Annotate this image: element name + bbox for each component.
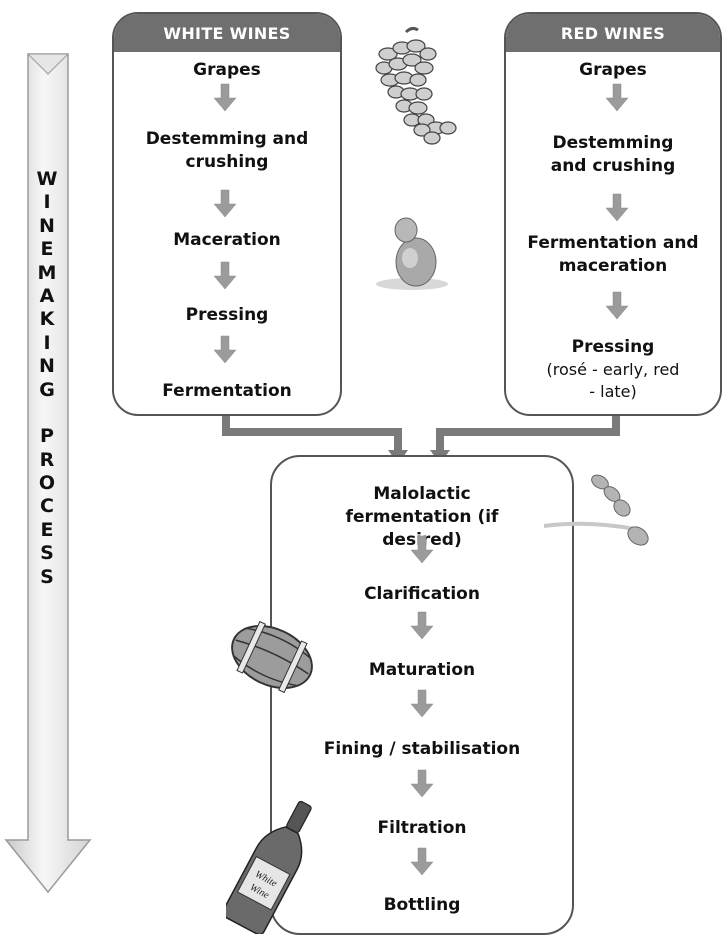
wine-bottle-icon: White Wine (226, 800, 312, 934)
process-title-letter: S (40, 565, 54, 588)
grapes-icon (375, 26, 457, 145)
red-step-pressing: Pressing (rosé - early, red - late) (506, 336, 720, 403)
down-arrow (605, 291, 629, 320)
red-pressing-note: (rosé - early, red - late) (546, 360, 680, 401)
red-step-grapes: Grapes (579, 60, 647, 80)
process-title-letter: M (37, 261, 57, 284)
common-step-filtration: Filtration (377, 818, 467, 838)
white-step-pressing: Pressing (185, 305, 269, 325)
process-title-letter: P (40, 425, 54, 448)
down-arrow (410, 611, 434, 640)
process-direction-arrow (4, 53, 92, 894)
white-step-destemming: Destemming and crushing (145, 129, 309, 172)
yeast-icon (376, 217, 448, 290)
bacteria-icon (543, 474, 649, 546)
process-title-letter: G (39, 378, 55, 401)
process-title-letter: K (39, 308, 55, 331)
process-title-letter: W (36, 168, 58, 190)
barrel-icon (231, 620, 313, 694)
common-steps-panel: Malolactic fermentation (if desired) Cla… (270, 455, 574, 935)
process-title-letter: C (40, 495, 54, 518)
common-step-maturation: Maturation (368, 660, 476, 680)
down-arrow (410, 689, 434, 718)
down-arrow (605, 83, 629, 112)
down-arrow (410, 535, 434, 564)
red-step-fermentation-maceration: Fermentation and maceration (527, 233, 699, 276)
process-title-letter: E (40, 518, 54, 541)
red-wines-header: RED WINES (506, 14, 720, 52)
down-arrow (605, 193, 629, 222)
common-step-clarification: Clarification (364, 584, 480, 604)
process-title-letter: R (39, 448, 55, 471)
process-title-letter: N (39, 355, 55, 378)
down-arrow (213, 261, 237, 290)
red-step-pressing-label: Pressing (571, 337, 655, 357)
white-step-maceration: Maceration (173, 230, 281, 250)
down-arrow (410, 769, 434, 798)
process-title-letter: I (43, 331, 51, 354)
down-arrow (410, 847, 434, 876)
down-arrow (213, 335, 237, 364)
white-step-grapes: Grapes (193, 60, 261, 80)
down-arrow (213, 189, 237, 218)
white-step-fermentation: Fermentation (162, 381, 292, 401)
common-step-bottling: Bottling (383, 895, 461, 915)
red-step-destemming: Destemming and crushing (550, 133, 676, 176)
down-arrow (213, 83, 237, 112)
common-step-fining: Fining / stabilisation (323, 739, 521, 759)
white-wines-header: WHITE WINES (114, 14, 340, 52)
process-title-letter: O (38, 472, 56, 495)
process-title-letter: S (40, 542, 54, 565)
process-title-letter: E (40, 238, 54, 261)
process-title-letter: A (39, 284, 55, 307)
process-title-letter: N (39, 214, 55, 237)
process-title-letter: I (43, 191, 51, 214)
